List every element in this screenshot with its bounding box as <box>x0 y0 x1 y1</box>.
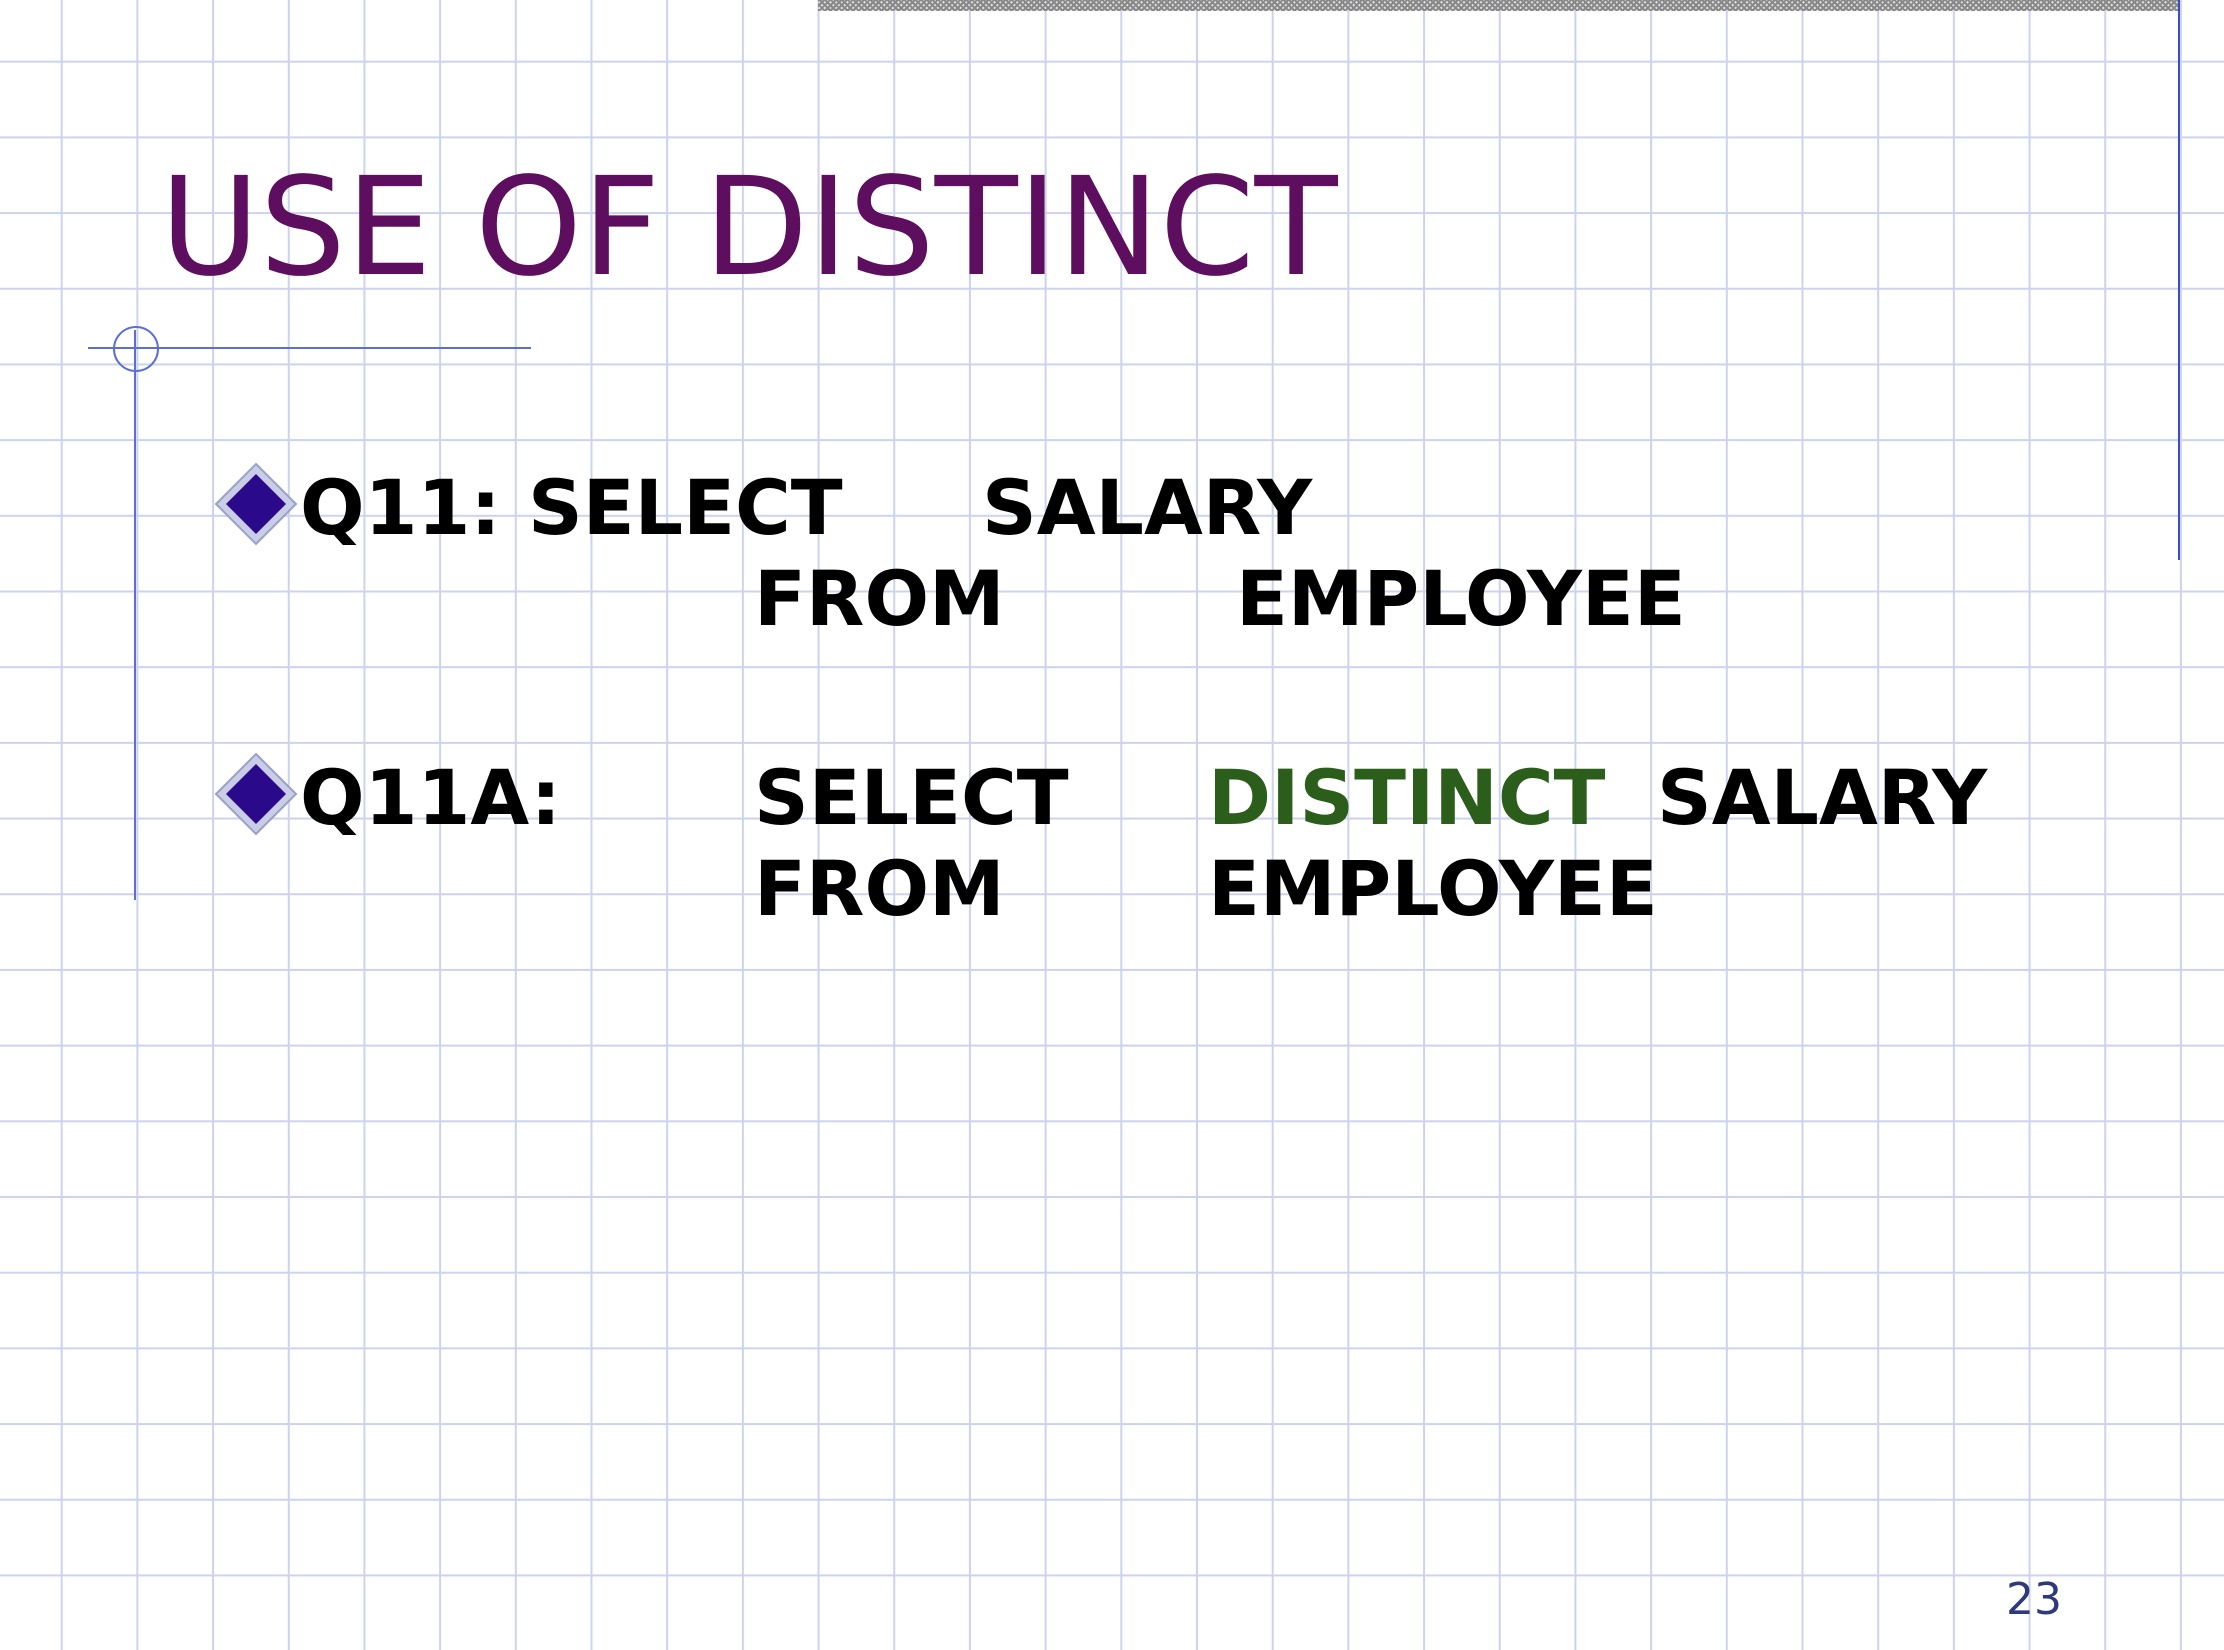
q11a-from-table: EMPLOYEE <box>1208 844 1658 933</box>
title-underline <box>88 347 531 349</box>
slide-title: USE OF DISTINCT <box>160 149 1338 307</box>
q11a-select-keyword: SELECT <box>754 753 1069 842</box>
diamond-bullet-icon <box>214 752 298 836</box>
q11a-select-column: SALARY <box>1657 753 1988 842</box>
diamond-bullet-icon <box>214 462 298 546</box>
crosshair-ornament-icon <box>113 326 159 372</box>
page-number: 23 <box>2006 1574 2062 1625</box>
q11a-label: Q11A: <box>300 753 561 842</box>
q11-from-keyword: FROM <box>754 554 1005 643</box>
q11a-distinct-keyword: DISTINCT <box>1208 753 1606 842</box>
right-accent-line <box>2178 0 2180 560</box>
q11-select-keyword: SELECT <box>528 463 843 552</box>
top-border-decoration <box>818 0 2178 11</box>
q11a-from-keyword: FROM <box>754 844 1005 933</box>
q11-label: Q11: <box>300 463 501 552</box>
q11-from-table: EMPLOYEE <box>1236 554 1686 643</box>
left-vertical-rule <box>134 330 136 900</box>
q11-select-column: SALARY <box>982 463 1313 552</box>
